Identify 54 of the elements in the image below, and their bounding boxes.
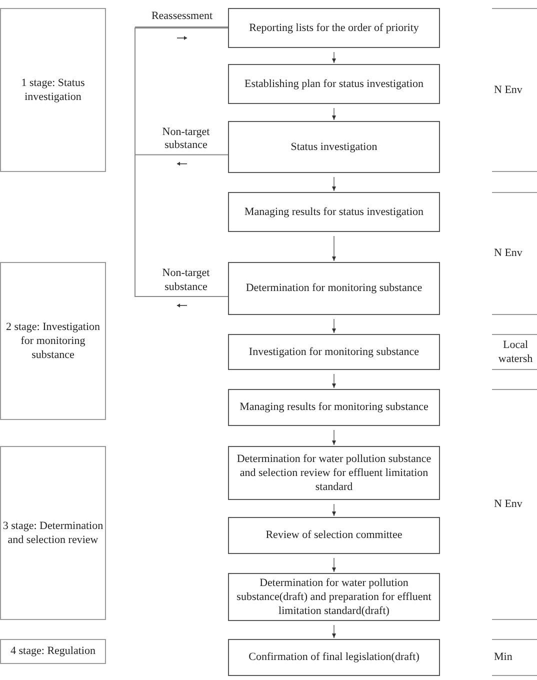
- arrow: [332, 558, 336, 572]
- feedback-line: [134, 28, 228, 297]
- process-box: [228, 8, 440, 48]
- node-text: Confirmation of final legislation(draft): [248, 650, 420, 665]
- node-text: Managing results for monitoring substance: [240, 400, 428, 415]
- node-text: Local watersh: [497, 338, 534, 366]
- node-text: N Env: [494, 82, 522, 98]
- node-text: Determination for monitoring substance: [246, 281, 422, 296]
- arrow: [332, 176, 336, 192]
- node-text: Status investigation: [290, 140, 378, 154]
- node-text: Reporting lists for the order of priority: [249, 20, 419, 36]
- node-text: 3 stage: Determination and selection review: [2, 518, 104, 548]
- node-text: N Env: [494, 497, 522, 512]
- agency-box: [492, 192, 537, 315]
- process-box: [228, 334, 440, 370]
- node-text: Min: [494, 650, 512, 665]
- node-text: Determination for water pollution substance(draft) and preparation for effluent limitation standard(draft): [236, 576, 432, 618]
- node-text: Establishing plan for status investigation: [244, 76, 424, 92]
- node-text: 2 stage: Investigation for monitoring substance: [4, 320, 102, 362]
- process-box: [228, 192, 440, 232]
- flow-label: Reassessment: [150, 10, 214, 24]
- node-text: N Env: [494, 246, 522, 261]
- process-box: [228, 389, 440, 426]
- arrow: [332, 52, 336, 64]
- process-box: [228, 517, 440, 554]
- node-text: 1 stage: Status investigation: [20, 76, 86, 104]
- node-text: Managing results for status investigation: [244, 204, 424, 220]
- process-box: [228, 121, 440, 173]
- node-text: Determination for water pollution substance and selection review for effluent limitation standard: [236, 452, 432, 494]
- agency-box: [492, 639, 537, 676]
- stage-box: [0, 262, 106, 420]
- node-text: Investigation for monitoring substance: [248, 344, 420, 360]
- node-text: Review of selection committee: [266, 528, 402, 543]
- process-box: [228, 446, 440, 500]
- node-text: 4 stage: Regulation: [10, 644, 96, 659]
- arrow: [332, 108, 336, 120]
- process-box: [228, 639, 440, 676]
- edge-label: Non-target substance: [161, 126, 211, 152]
- arrow: [332, 374, 336, 388]
- edge-label: Non-target substance: [161, 267, 211, 294]
- agency-box: [492, 8, 537, 172]
- agency-box: [492, 334, 537, 370]
- stage-box: [0, 639, 106, 664]
- process-box: [228, 573, 440, 621]
- agency-box: [492, 389, 537, 620]
- process-box: [228, 262, 440, 315]
- arrow: [332, 504, 336, 516]
- arrow: [332, 236, 336, 262]
- arrow: [332, 430, 336, 446]
- arrow: [332, 318, 336, 334]
- stage-box: [0, 446, 106, 620]
- stage-box: [0, 8, 106, 172]
- process-box: [228, 64, 440, 104]
- arrow: [332, 624, 336, 638]
